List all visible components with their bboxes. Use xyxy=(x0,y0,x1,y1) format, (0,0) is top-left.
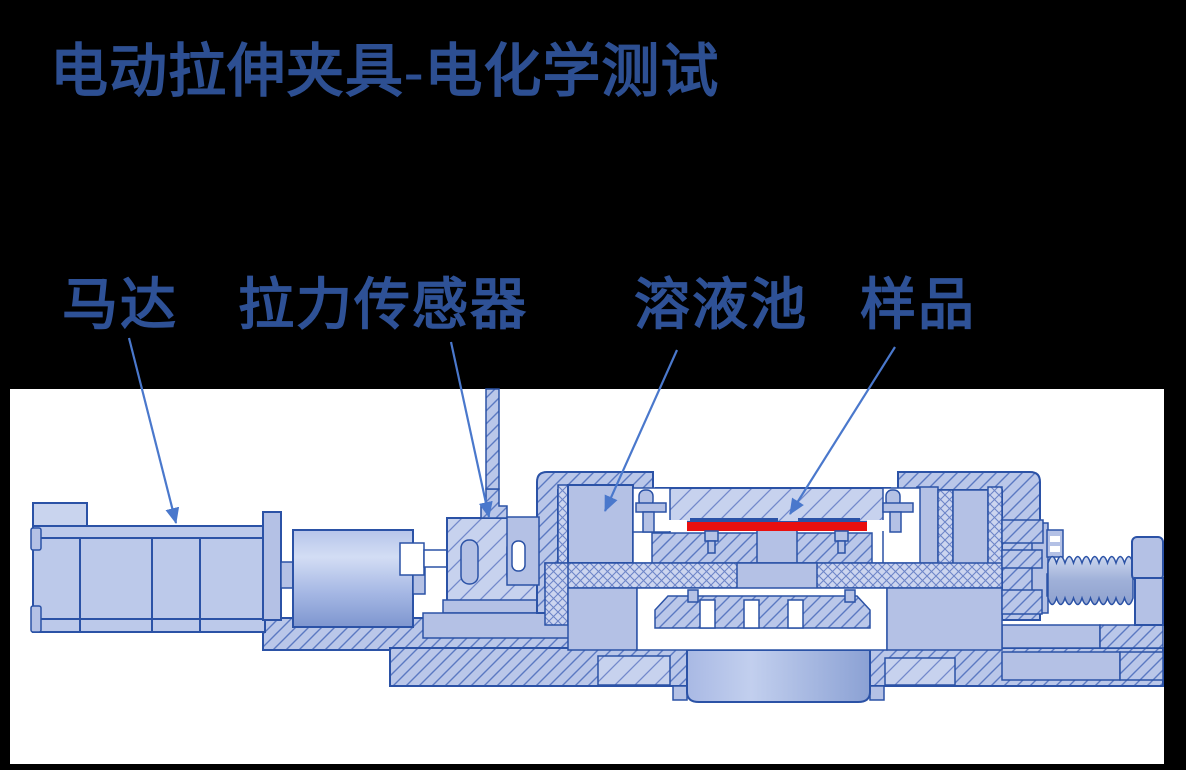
coupling-group xyxy=(262,511,426,628)
label-sample: 样品 xyxy=(860,275,976,337)
motor-group xyxy=(30,502,266,633)
support-foot xyxy=(686,649,871,703)
page-title: 电动拉伸夹具-电化学测试 xyxy=(50,39,720,104)
sample-arrow xyxy=(789,346,896,515)
pull-rod xyxy=(485,388,500,490)
load-cell-arrow xyxy=(449,341,493,518)
clamp-bolt-left xyxy=(635,489,667,533)
clamp-bolt-right xyxy=(882,489,914,533)
solution-pool-arrow xyxy=(603,349,679,512)
solution-pool-group xyxy=(506,471,1041,651)
leader-lines xyxy=(127,337,896,524)
motor-arrow xyxy=(127,337,180,524)
label-load-cell: 拉力传感器 xyxy=(238,275,528,337)
lead-screw-group xyxy=(1001,519,1164,626)
label-motor: 马达 xyxy=(62,275,178,337)
label-solution-pool: 溶液池 xyxy=(634,275,808,337)
coupling-cylinder xyxy=(292,529,414,628)
threaded-rod xyxy=(1047,555,1134,606)
sample-strip xyxy=(668,518,888,531)
